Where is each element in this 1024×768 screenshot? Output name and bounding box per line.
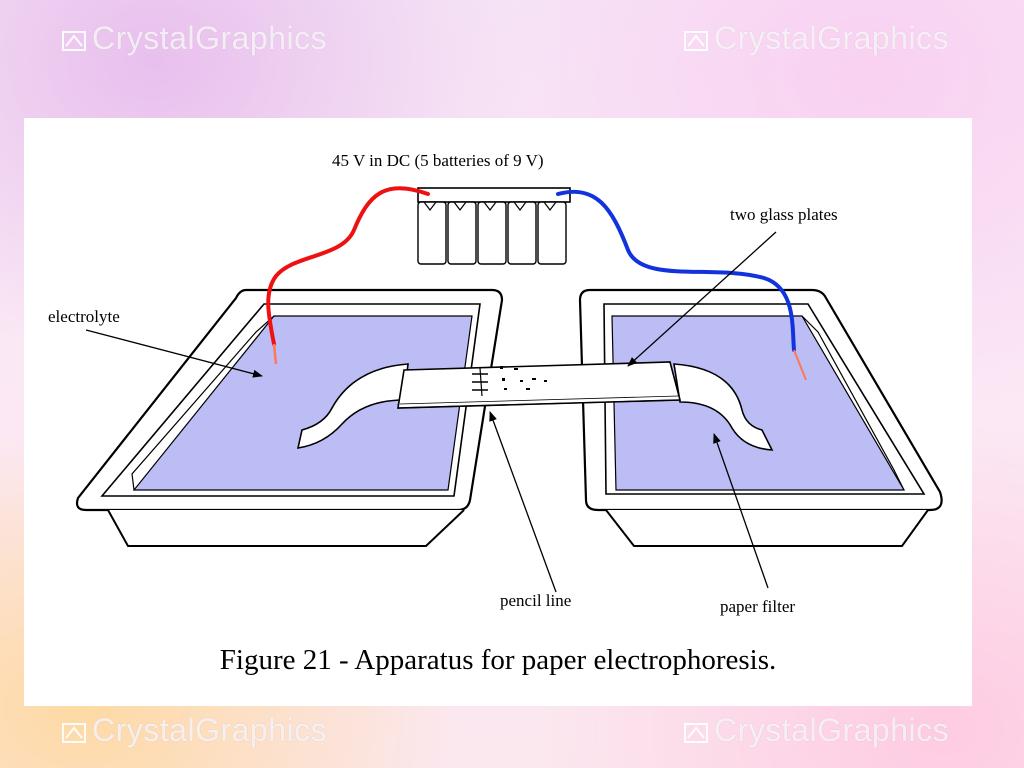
watermark-text: CrystalGraphics xyxy=(92,712,328,748)
left-tray xyxy=(75,288,504,547)
figure-caption: Figure 21 - Apparatus for paper electrop… xyxy=(219,644,777,676)
crystalgraphics-logo-icon xyxy=(62,31,86,51)
electrolyte-arrow xyxy=(85,329,263,378)
figure-panel: 45 V in DC (5 batteries of 9 V) two glas… xyxy=(24,118,972,706)
power-supply-label: 45 V in DC (5 batteries of 9 V) xyxy=(332,151,544,170)
pencil-line-label: pencil line xyxy=(500,591,572,610)
battery-pack xyxy=(417,187,571,265)
positive-wire xyxy=(266,186,430,346)
paper-filter-arrow xyxy=(713,433,769,589)
electrophoresis-diagram xyxy=(75,186,943,593)
negative-wire xyxy=(556,189,796,352)
watermark-bottom-left: CrystalGraphics xyxy=(62,712,327,749)
pencil-line-arrow xyxy=(489,411,557,593)
crystalgraphics-logo-icon xyxy=(684,31,708,51)
watermark-text: CrystalGraphics xyxy=(714,20,950,56)
paper-filter-right-curl xyxy=(673,363,774,451)
glass-plates xyxy=(397,361,682,409)
right-tray xyxy=(578,288,943,547)
crystalgraphics-logo-icon xyxy=(684,723,708,743)
watermark-text: CrystalGraphics xyxy=(92,20,328,56)
watermark-top-left: CrystalGraphics xyxy=(62,20,327,57)
glass-plates-arrow xyxy=(627,231,777,367)
glass-plates-label: two glass plates xyxy=(730,205,838,224)
left-electrolyte-liquid xyxy=(132,315,473,491)
watermark-text: CrystalGraphics xyxy=(714,712,950,748)
paper-filter-left-curl xyxy=(296,363,409,449)
electrolyte-label: electrolyte xyxy=(48,307,120,326)
paper-filter-label: paper filter xyxy=(720,597,796,616)
watermark-top-right: CrystalGraphics xyxy=(684,20,949,57)
crystalgraphics-logo-icon xyxy=(62,723,86,743)
watermark-bottom-right: CrystalGraphics xyxy=(684,712,949,749)
